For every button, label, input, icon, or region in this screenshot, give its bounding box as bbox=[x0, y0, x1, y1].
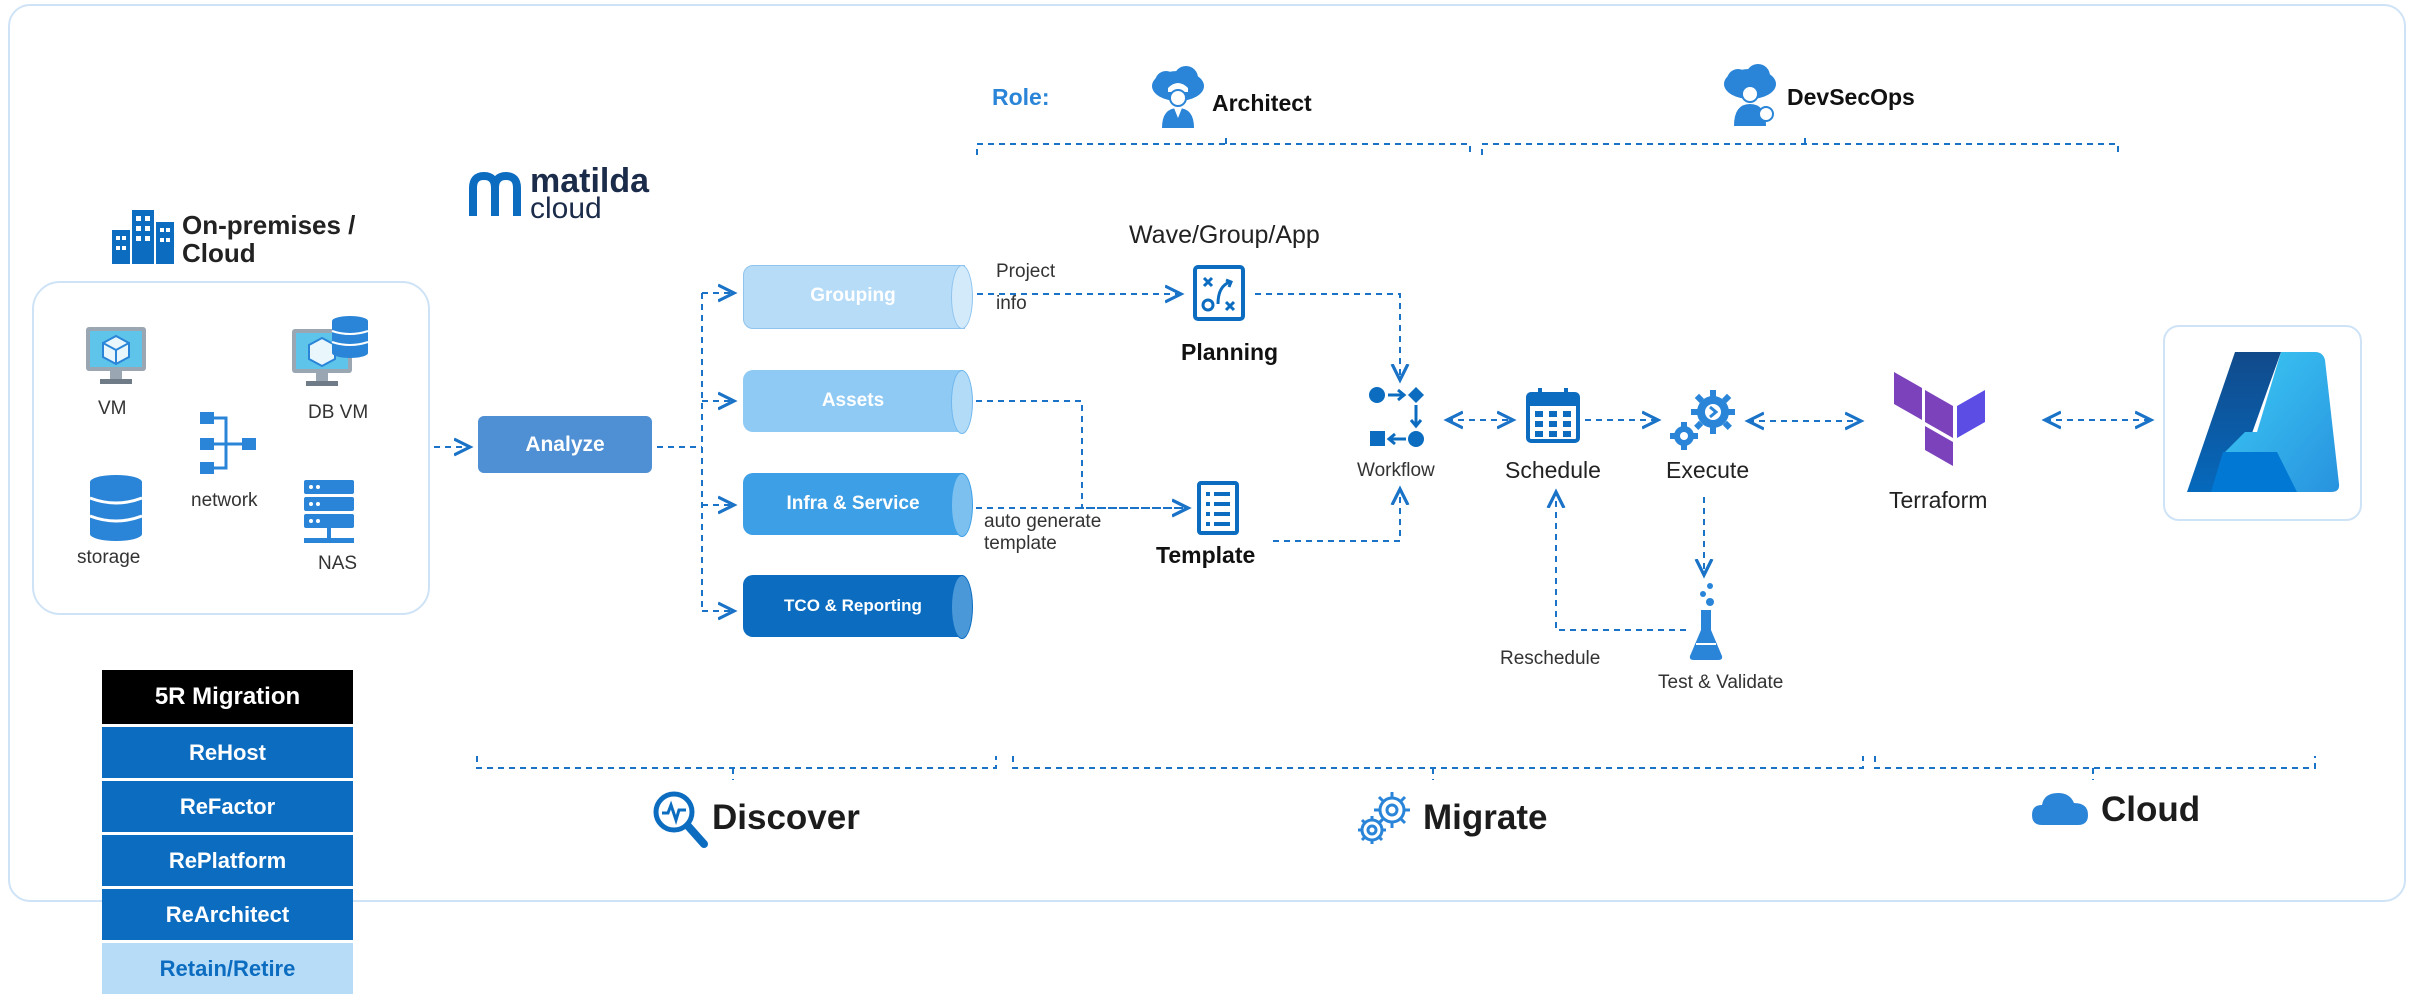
db-vm-label: DB VM bbox=[308, 402, 369, 423]
building-icon bbox=[112, 210, 174, 264]
assets-step: Assets bbox=[743, 370, 973, 434]
architect-label: Architect bbox=[1212, 90, 1312, 116]
migration-item-rearchitect: ReArchitect bbox=[102, 889, 353, 940]
nas-label: NAS bbox=[318, 553, 358, 574]
migration-title: 5R Migration bbox=[102, 670, 353, 724]
workflow-label: Workflow bbox=[1357, 460, 1435, 481]
execute-label: Execute bbox=[1666, 457, 1750, 483]
db-vm-icon bbox=[292, 316, 369, 386]
grouping-step: Grouping bbox=[743, 265, 973, 329]
migration-item-rehost: ReHost bbox=[102, 727, 353, 778]
analyze-button[interactable]: Analyze bbox=[478, 416, 652, 473]
planning-label: Planning bbox=[1181, 339, 1279, 365]
cloud-phase: Cloud bbox=[2101, 790, 2201, 829]
flask-icon bbox=[1689, 583, 1723, 660]
discover-phase: Discover bbox=[712, 798, 860, 837]
devsecops-label: DevSecOps bbox=[1787, 84, 1915, 110]
grouping-label: Grouping bbox=[810, 285, 896, 306]
execute-icon bbox=[1670, 390, 1735, 450]
migrate-phase: Migrate bbox=[1423, 798, 1548, 837]
vm-label: VM bbox=[98, 398, 127, 419]
onprem-title-1: On-premises / bbox=[182, 210, 356, 240]
tco-label: TCO & Reporting bbox=[784, 596, 922, 615]
matilda-logo-icon bbox=[469, 172, 521, 216]
migration-list: 5R Migration ReHost ReFactor RePlatform … bbox=[102, 670, 353, 997]
migration-item-retain-retire: Retain/Retire bbox=[102, 943, 353, 994]
azure-icon bbox=[2187, 352, 2340, 492]
schedule-icon bbox=[1526, 388, 1580, 443]
diagram-frame bbox=[8, 4, 2406, 902]
nas-icon bbox=[304, 480, 354, 543]
vm-icon bbox=[86, 327, 146, 384]
onprem-title-2: Cloud bbox=[182, 238, 256, 268]
migration-item-replatform: RePlatform bbox=[102, 835, 353, 886]
storage-icon bbox=[89, 475, 143, 541]
workflow-icon bbox=[1369, 387, 1424, 447]
devsecops-icon bbox=[1724, 64, 1776, 126]
template-label: Template bbox=[1156, 542, 1256, 568]
role-label: Role: bbox=[992, 84, 1050, 110]
infra-step: Infra & Service bbox=[743, 473, 973, 537]
infra-label: Infra & Service bbox=[786, 493, 920, 514]
discover-icon bbox=[653, 791, 708, 848]
brand-sub: cloud bbox=[530, 192, 602, 225]
terraform-label: Terraform bbox=[1889, 487, 1988, 513]
architect-icon bbox=[1152, 66, 1204, 128]
brand-name: matilda bbox=[530, 162, 650, 200]
network-icon bbox=[200, 412, 256, 474]
info-annotation: info bbox=[996, 293, 1027, 314]
terraform-icon bbox=[1894, 372, 1985, 466]
template-icon bbox=[1197, 481, 1239, 535]
reschedule-label: Reschedule bbox=[1500, 648, 1601, 669]
test-validate-label: Test & Validate bbox=[1658, 672, 1784, 693]
planning-icon bbox=[1193, 265, 1245, 321]
onprem-box bbox=[32, 281, 430, 615]
assets-label: Assets bbox=[821, 390, 885, 411]
auto-generate-annotation: auto generate bbox=[984, 511, 1102, 532]
schedule-label: Schedule bbox=[1505, 457, 1601, 483]
tco-step: TCO & Reporting bbox=[743, 575, 973, 639]
migration-item-refactor: ReFactor bbox=[102, 781, 353, 832]
network-label: network bbox=[191, 490, 258, 511]
cloud-icon bbox=[2032, 793, 2088, 825]
migrate-icon bbox=[1358, 792, 1410, 844]
storage-label: storage bbox=[77, 547, 141, 568]
project-annotation: Project bbox=[996, 261, 1056, 282]
template-annotation: template bbox=[984, 533, 1057, 554]
wave-group-app-label: Wave/Group/App bbox=[1129, 221, 1320, 249]
